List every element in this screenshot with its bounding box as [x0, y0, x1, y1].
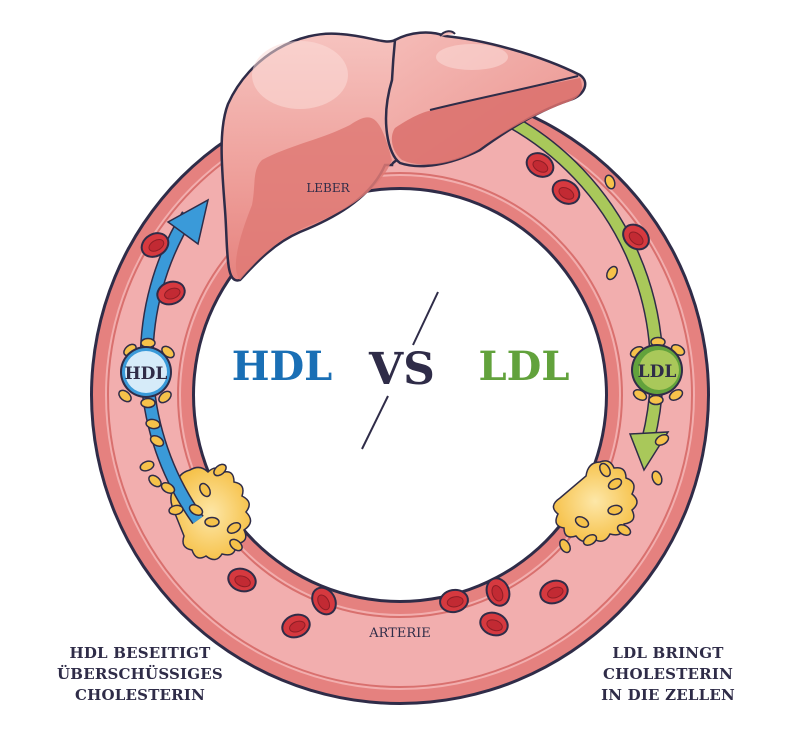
red-blood-cell	[439, 588, 469, 614]
cholesterol-particle	[651, 470, 663, 486]
cholesterol-particle	[160, 482, 176, 494]
cholesterol-particle	[118, 389, 132, 403]
cholesterol-particle	[226, 522, 242, 534]
cholesterol-particle	[168, 504, 184, 516]
cholesterol-particle	[149, 435, 165, 447]
red-blood-cell	[525, 152, 555, 178]
divider-line-bottom	[361, 395, 389, 450]
cholesterol-particle	[559, 538, 571, 554]
liver: LEBER	[220, 30, 587, 282]
red-blood-cell	[227, 567, 257, 593]
hdl-caption-line-2: ÜBERSCHÜSSIGES	[57, 665, 223, 683]
hdl-caption-line-1: HDL BESEITIGT	[69, 644, 211, 662]
cholesterol-particle	[604, 174, 616, 190]
red-blood-cell	[140, 232, 170, 258]
artery-label: ARTERIE	[368, 626, 431, 641]
cholesterol-particle	[145, 418, 161, 430]
red-blood-cell	[281, 613, 311, 639]
ldl-particle: LDL	[631, 344, 683, 396]
ldl-caption-line-2: CHOLESTERIN	[603, 665, 733, 683]
cholesterol-particle	[229, 538, 243, 552]
liver-label: LEBER	[306, 181, 350, 195]
title-hdl: HDL	[232, 343, 333, 390]
title-vs: VS	[368, 344, 435, 395]
cholesterol-particle	[607, 504, 623, 516]
ldl-caption-line-1: LDL BRINGT	[612, 644, 724, 662]
hdl-particle: HDL	[120, 346, 172, 398]
cholesterol-particle	[599, 462, 611, 478]
title-group: HDL VS LDL	[232, 291, 570, 450]
cholesterol-particle	[648, 394, 664, 406]
red-blood-cell	[539, 579, 569, 605]
ldl-caption: LDL BRINGT CHOLESTERIN IN DIE ZELLEN	[568, 643, 768, 706]
cholesterol-particle	[668, 389, 684, 401]
cholesterol-particle	[582, 534, 598, 546]
cholesterol-particle	[606, 265, 618, 281]
blood-cells	[140, 152, 650, 639]
ldl-caption-line-3: IN DIE ZELLEN	[601, 686, 735, 704]
hdl-caption: HDL BESEITIGT ÜBERSCHÜSSIGES CHOLESTERIN	[40, 643, 240, 706]
cholesterol-particle	[654, 434, 670, 446]
cholesterol-particle	[204, 516, 220, 528]
red-blood-cell	[156, 280, 186, 306]
hdl-caption-line-3: CHOLESTERIN	[75, 686, 205, 704]
red-blood-cell	[311, 586, 337, 616]
cholesterol-particle	[188, 504, 204, 516]
cholesterol-particle	[139, 460, 155, 472]
cholesterol-particle	[574, 516, 590, 528]
hdl-particle-label: HDL	[125, 364, 168, 384]
cholesterol-particle	[616, 524, 632, 536]
cholesterol-particle	[199, 482, 211, 498]
cholesterol-particle	[148, 474, 162, 488]
red-blood-cell	[551, 179, 581, 205]
cholesterol-particle	[213, 463, 227, 477]
cholesterol-particle	[140, 397, 156, 409]
red-blood-cell	[485, 577, 511, 607]
cholesterol-particles	[118, 174, 686, 554]
ldl-particle-label: LDL	[638, 362, 677, 382]
red-blood-cell	[479, 611, 509, 637]
cholesterol-particle	[607, 478, 623, 490]
plaque-left	[170, 466, 252, 561]
red-blood-cell	[622, 223, 650, 251]
title-ldl: LDL	[479, 343, 570, 390]
cholesterol-particle	[158, 390, 172, 404]
divider-line-top	[412, 291, 439, 346]
artery-ring	[90, 85, 710, 705]
